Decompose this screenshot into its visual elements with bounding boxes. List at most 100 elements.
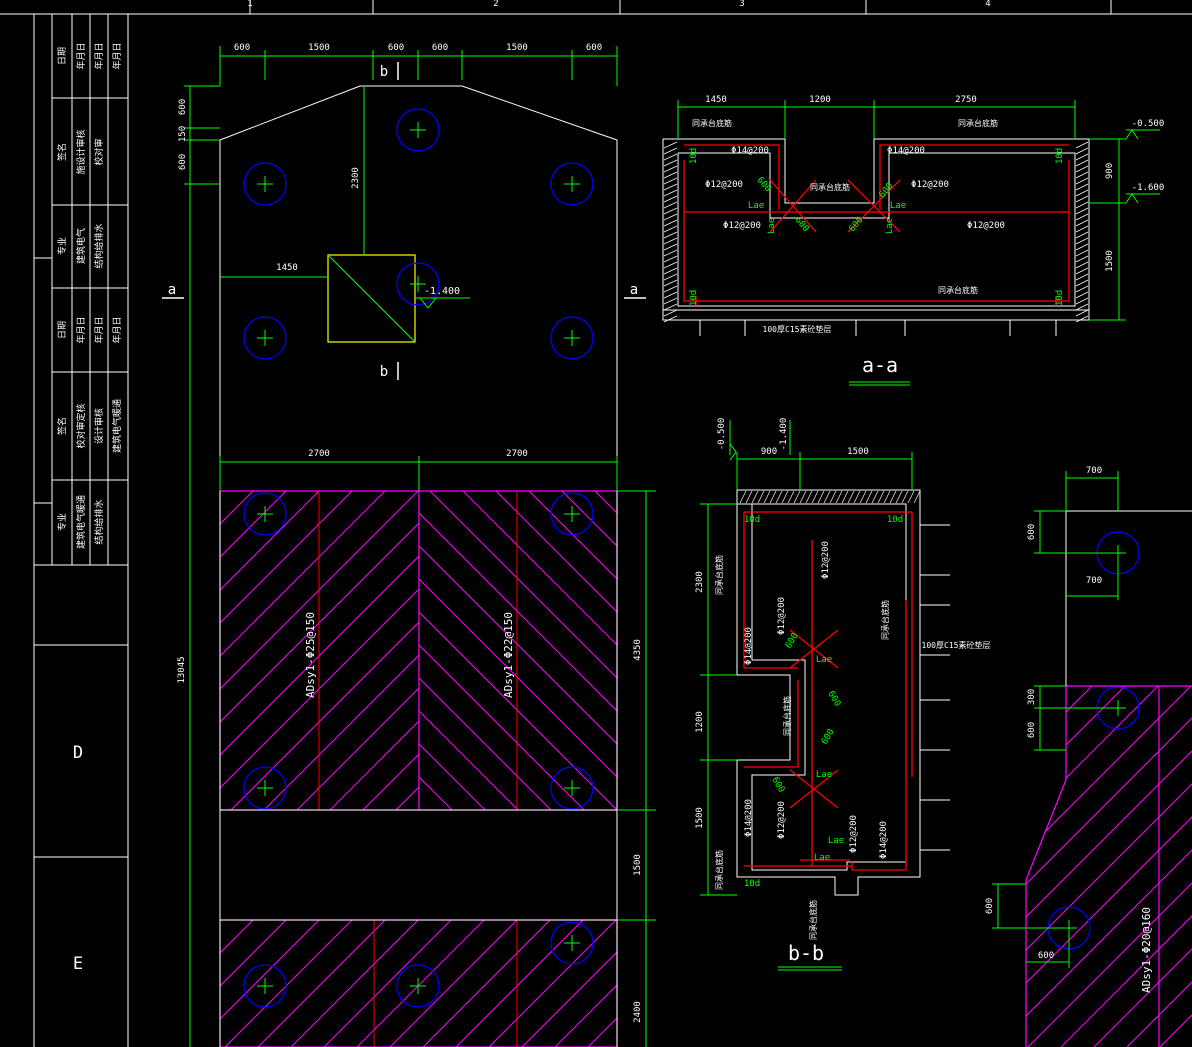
pile-center-mark: [257, 506, 273, 522]
bb-top-dim-1: 1500: [847, 447, 869, 457]
plan-dimensions: [184, 46, 656, 1047]
tb-c2-3: 年月日: [75, 316, 87, 343]
wall-hatch: [663, 207, 678, 215]
hatch-line: [220, 588, 419, 789]
wall-hatch: [1075, 303, 1089, 311]
rebar-label-right: ADsy1-Φ22@150: [502, 612, 515, 698]
wall-hatch: [1075, 141, 1089, 149]
wall-hatch: [1075, 189, 1089, 197]
bb-elev-1: -1.400: [779, 418, 789, 451]
aa-lae-2: Lae: [767, 218, 777, 234]
wall-hatch: [1075, 159, 1089, 167]
wall-hatch: [823, 490, 831, 504]
pile-circle: [550, 921, 594, 965]
bb-rebar-4: Φ12@200: [777, 801, 787, 839]
plan-left-dim-2: 600: [178, 154, 188, 170]
hatch-line: [1026, 686, 1192, 1047]
wall-hatch: [787, 490, 795, 504]
aa-10d-2: 10d: [689, 290, 699, 306]
aa-elev-0: -0.500: [1132, 119, 1165, 129]
hatch-line: [290, 920, 419, 1047]
wall-hatch: [745, 490, 753, 504]
hatch-line: [329, 720, 419, 810]
section-bb: 900 1500 -0.500 -1.400 2300 1200 1500 Φ1…: [695, 418, 991, 971]
bb-600-3: 600: [769, 775, 786, 794]
wall-hatch: [829, 490, 837, 504]
wall-hatch: [853, 490, 861, 504]
rp-dim-6: 600: [1038, 951, 1054, 961]
wall-hatch: [663, 315, 678, 323]
bb-rebar-2: Φ14@200: [744, 627, 754, 665]
bb-note-4: 同承台底筋: [808, 900, 818, 940]
wall-hatch: [663, 153, 678, 161]
aa-note-3: 同承台底筋: [938, 285, 978, 295]
wall-hatch: [901, 490, 909, 504]
hatch-line: [455, 920, 584, 1047]
plan-dimension-text: 600 1500 600 600 1500 600 600 150 600 23…: [177, 43, 643, 1023]
aa-rebar-4: Φ12@200: [723, 221, 761, 231]
pile-circle: [550, 766, 594, 810]
plan-top-dim-3: 600: [432, 43, 448, 53]
aa-top-dim-0: 1450: [705, 95, 727, 105]
wall-hatch: [913, 490, 921, 504]
pile-circle: [243, 316, 287, 360]
wall-hatch: [663, 297, 678, 305]
hatch-line: [495, 491, 814, 810]
bb-note-0: 同承台底筋: [714, 555, 724, 595]
bb-pile-heads: [920, 524, 950, 851]
pile-circle: [396, 108, 440, 152]
tb-c3-4: 设计审核: [93, 408, 105, 444]
bb-cushion: 100厚C15素砼垫层: [922, 640, 991, 650]
hatch-line: [892, 491, 1192, 810]
aa-cushion: 100厚C15素砼垫层: [763, 324, 832, 334]
plan-top-dim-0: 600: [234, 43, 250, 53]
wall-hatch: [1075, 183, 1089, 191]
hatch-line: [220, 920, 320, 1020]
wall-hatch: [663, 261, 678, 269]
hatch-line: [429, 491, 748, 810]
rebar-label-partial: ADsy1-Φ20@160: [1140, 907, 1153, 993]
aa-rebar-3: Φ12@200: [911, 180, 949, 190]
hatch-line: [528, 491, 847, 810]
wall-hatch: [883, 490, 891, 504]
pile-center-mark: [410, 276, 426, 292]
hatch-line: [1060, 686, 1192, 1047]
plan-top-dim-1: 1500: [308, 43, 330, 53]
hatch-line: [925, 491, 1192, 810]
hatch-line: [1026, 686, 1159, 1047]
wall-hatch: [1075, 171, 1089, 179]
aa-pile-heads: [699, 320, 1057, 336]
wall-hatch: [1075, 297, 1089, 305]
bb-lae-2: Lae: [828, 836, 844, 846]
wall-hatch: [663, 141, 678, 149]
section-a-right: a: [630, 282, 638, 298]
wall-hatch: [1075, 315, 1089, 323]
tb-c3-1: 校对审: [93, 138, 105, 165]
hatch-line: [323, 920, 452, 1047]
tb-c3-3: 年月日: [93, 316, 105, 343]
plan-right-dim-0: 4350: [633, 639, 643, 661]
hatch-line: [220, 920, 254, 954]
aa-10d-0: 10d: [689, 148, 699, 164]
hatch-line: [220, 491, 419, 690]
wall-hatch: [663, 309, 678, 317]
plan-rebar-labels: ADsy1-Φ25@150 ADsy1-Φ22@150 ADsy1-Φ20@16…: [304, 612, 1153, 993]
tb-c1-4: 签名: [56, 417, 68, 435]
tb-c3-2: 结构给排水: [93, 223, 105, 268]
aa-10d-1: 10d: [1055, 148, 1065, 164]
tb-c3-0: 年月日: [93, 42, 105, 69]
plan-dim-1450: 1450: [276, 263, 298, 273]
hatch-line: [419, 611, 617, 810]
wall-hatch: [889, 490, 897, 504]
wall-hatch: [663, 219, 678, 227]
hatch-line: [561, 491, 617, 547]
plan-outline: [219, 85, 1192, 1047]
plan-left-dim-0: 600: [178, 99, 188, 115]
wall-hatch: [663, 291, 678, 299]
wall-hatch: [663, 171, 678, 179]
pile-center-mark: [564, 176, 580, 192]
tb-c1-5: 专业: [56, 513, 68, 531]
bb-elev-0: -0.500: [717, 418, 727, 451]
bb-lae-1: Lae: [816, 770, 832, 780]
hatch-line: [395, 786, 419, 810]
